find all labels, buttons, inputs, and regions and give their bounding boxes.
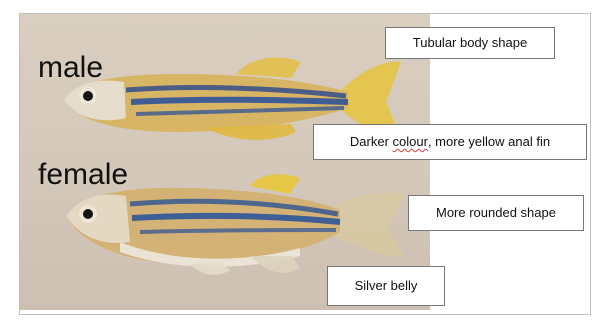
callout-colour-prefix: Darker bbox=[350, 134, 393, 150]
female-anal-fin bbox=[250, 256, 300, 273]
callout-colour-word: colour bbox=[393, 134, 428, 150]
callout-body-shape: Tubular body shape bbox=[385, 27, 555, 59]
callout-rounded-shape-text: More rounded shape bbox=[436, 205, 556, 221]
female-dorsal-fin bbox=[250, 174, 300, 194]
female-label: female bbox=[38, 160, 128, 190]
female-head bbox=[66, 195, 130, 243]
male-dorsal-fin bbox=[236, 58, 301, 78]
callout-body-shape-text: Tubular body shape bbox=[413, 35, 527, 51]
callout-colour: Darker colour, more yellow anal fin bbox=[313, 124, 587, 160]
callout-colour-suffix: , more yellow anal fin bbox=[428, 134, 550, 150]
male-stripe bbox=[131, 100, 348, 102]
callout-rounded-shape: More rounded shape bbox=[408, 195, 584, 231]
callout-silver-belly-text: Silver belly bbox=[355, 278, 418, 294]
female-stripe bbox=[140, 230, 336, 232]
male-label: male bbox=[38, 53, 103, 83]
callout-silver-belly: Silver belly bbox=[327, 266, 445, 306]
female-tail-fin bbox=[330, 193, 405, 258]
